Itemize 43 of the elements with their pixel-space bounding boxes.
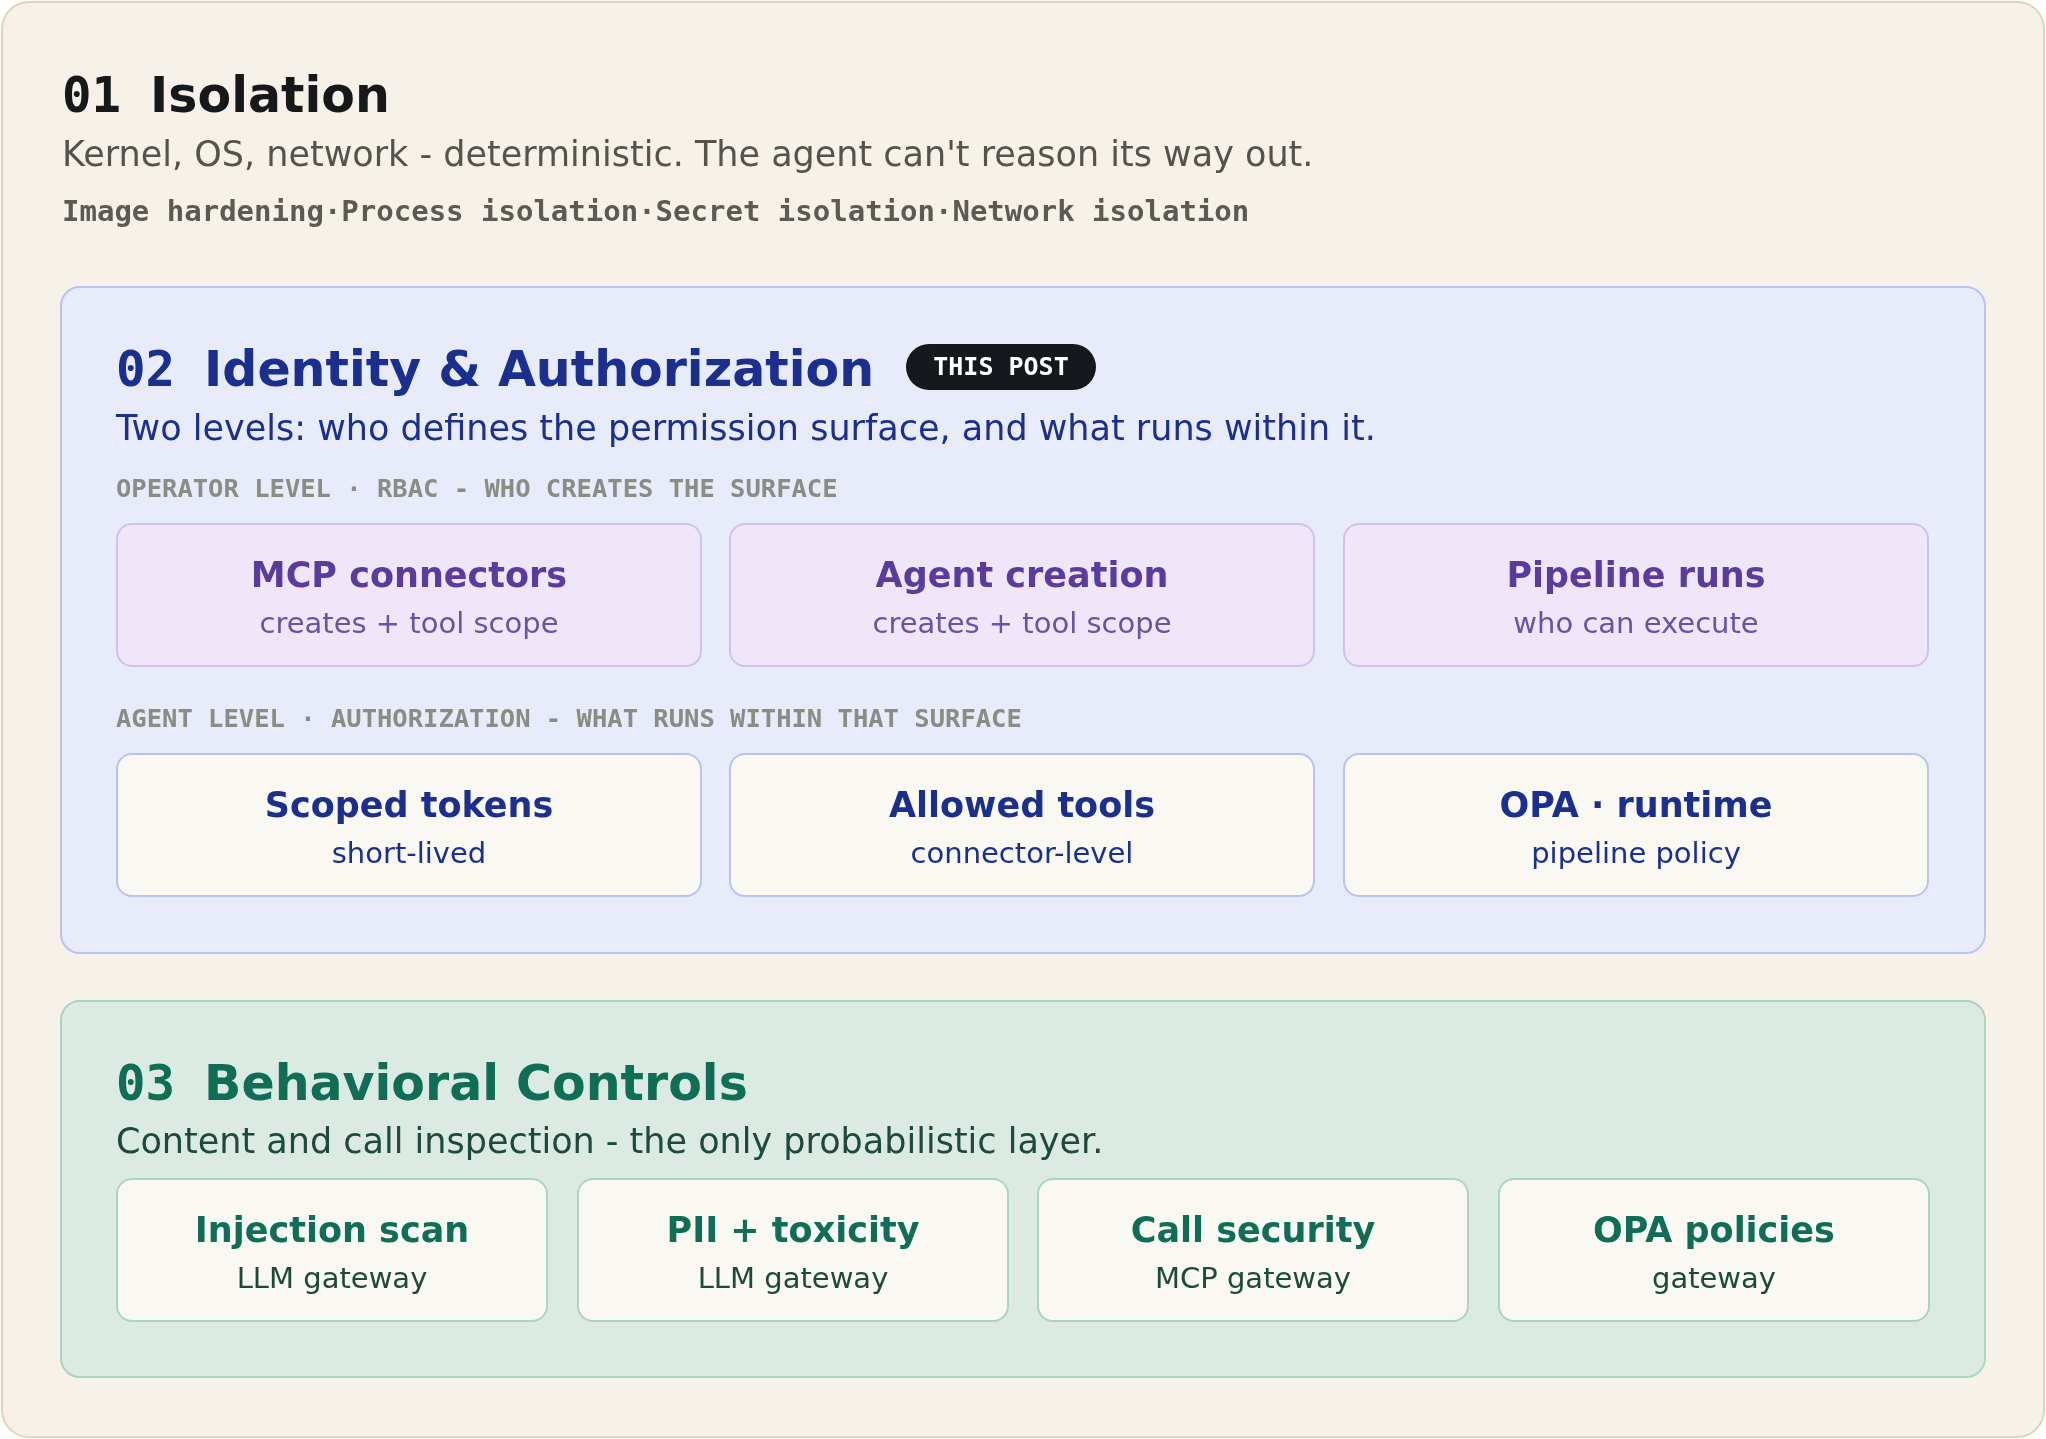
card-subtitle: creates + tool scope [259,606,559,641]
card-title: Agent creation [875,554,1169,596]
layer-description: Content and call inspection - the only probabilistic layer. [116,1120,1104,1162]
card-subtitle: creates + tool scope [872,606,1172,641]
layer-heading: 02 Identity & Authorization [116,340,875,399]
level-label: OPERATOR LEVEL · RBAC - WHO CREATES THE SURFACE [116,473,838,504]
control-card [729,753,1315,897]
tag-pill [906,344,1096,390]
layer-description: Two levels: who defines the permission surface, and what runs within it. [116,407,1376,449]
card-title: Allowed tools [888,784,1156,826]
level-label: AGENT LEVEL · AUTHORIZATION - WHAT RUNS WITHIN THAT SURFACE [116,703,1022,734]
card-title: OPA · runtime [1499,784,1773,826]
card-subtitle: pipeline policy [1531,836,1741,871]
card-title: Call security [1130,1209,1376,1251]
card-title: Scoped tokens [264,784,554,826]
layer-panel [60,286,1986,954]
card-subtitle: short-lived [331,836,487,871]
control-card [1498,1178,1930,1322]
layer-panel [60,1000,1986,1378]
layer-heading: 01 Isolation [62,66,390,125]
card-subtitle: LLM gateway [236,1261,428,1296]
card-subtitle: LLM gateway [697,1261,889,1296]
control-card [1037,1178,1469,1322]
card-title: Injection scan [194,1209,470,1251]
control-card [116,523,702,667]
control-card [116,753,702,897]
card-subtitle: connector-level [910,836,1134,871]
control-card [1343,523,1929,667]
control-card [1343,753,1929,897]
card-subtitle: MCP gateway [1155,1261,1351,1296]
control-card [729,523,1315,667]
feature-list: Image hardening·Process isolation·Secret isolation·Network isolation [62,194,1250,229]
layer-description: Kernel, OS, network - deterministic. The agent can't reason its way out. [62,133,1314,175]
card-title: Pipeline runs [1506,554,1766,596]
card-title: OPA policies [1593,1209,1835,1251]
card-title: PII + toxicity [666,1209,920,1251]
tag-text: THIS POST [933,352,1069,382]
control-card [116,1178,548,1322]
layer-heading: 03 Behavioral Controls [116,1054,748,1113]
card-subtitle: who can execute [1513,606,1759,641]
card-subtitle: gateway [1652,1261,1776,1296]
card-title: MCP connectors [250,554,568,596]
control-card [577,1178,1009,1322]
